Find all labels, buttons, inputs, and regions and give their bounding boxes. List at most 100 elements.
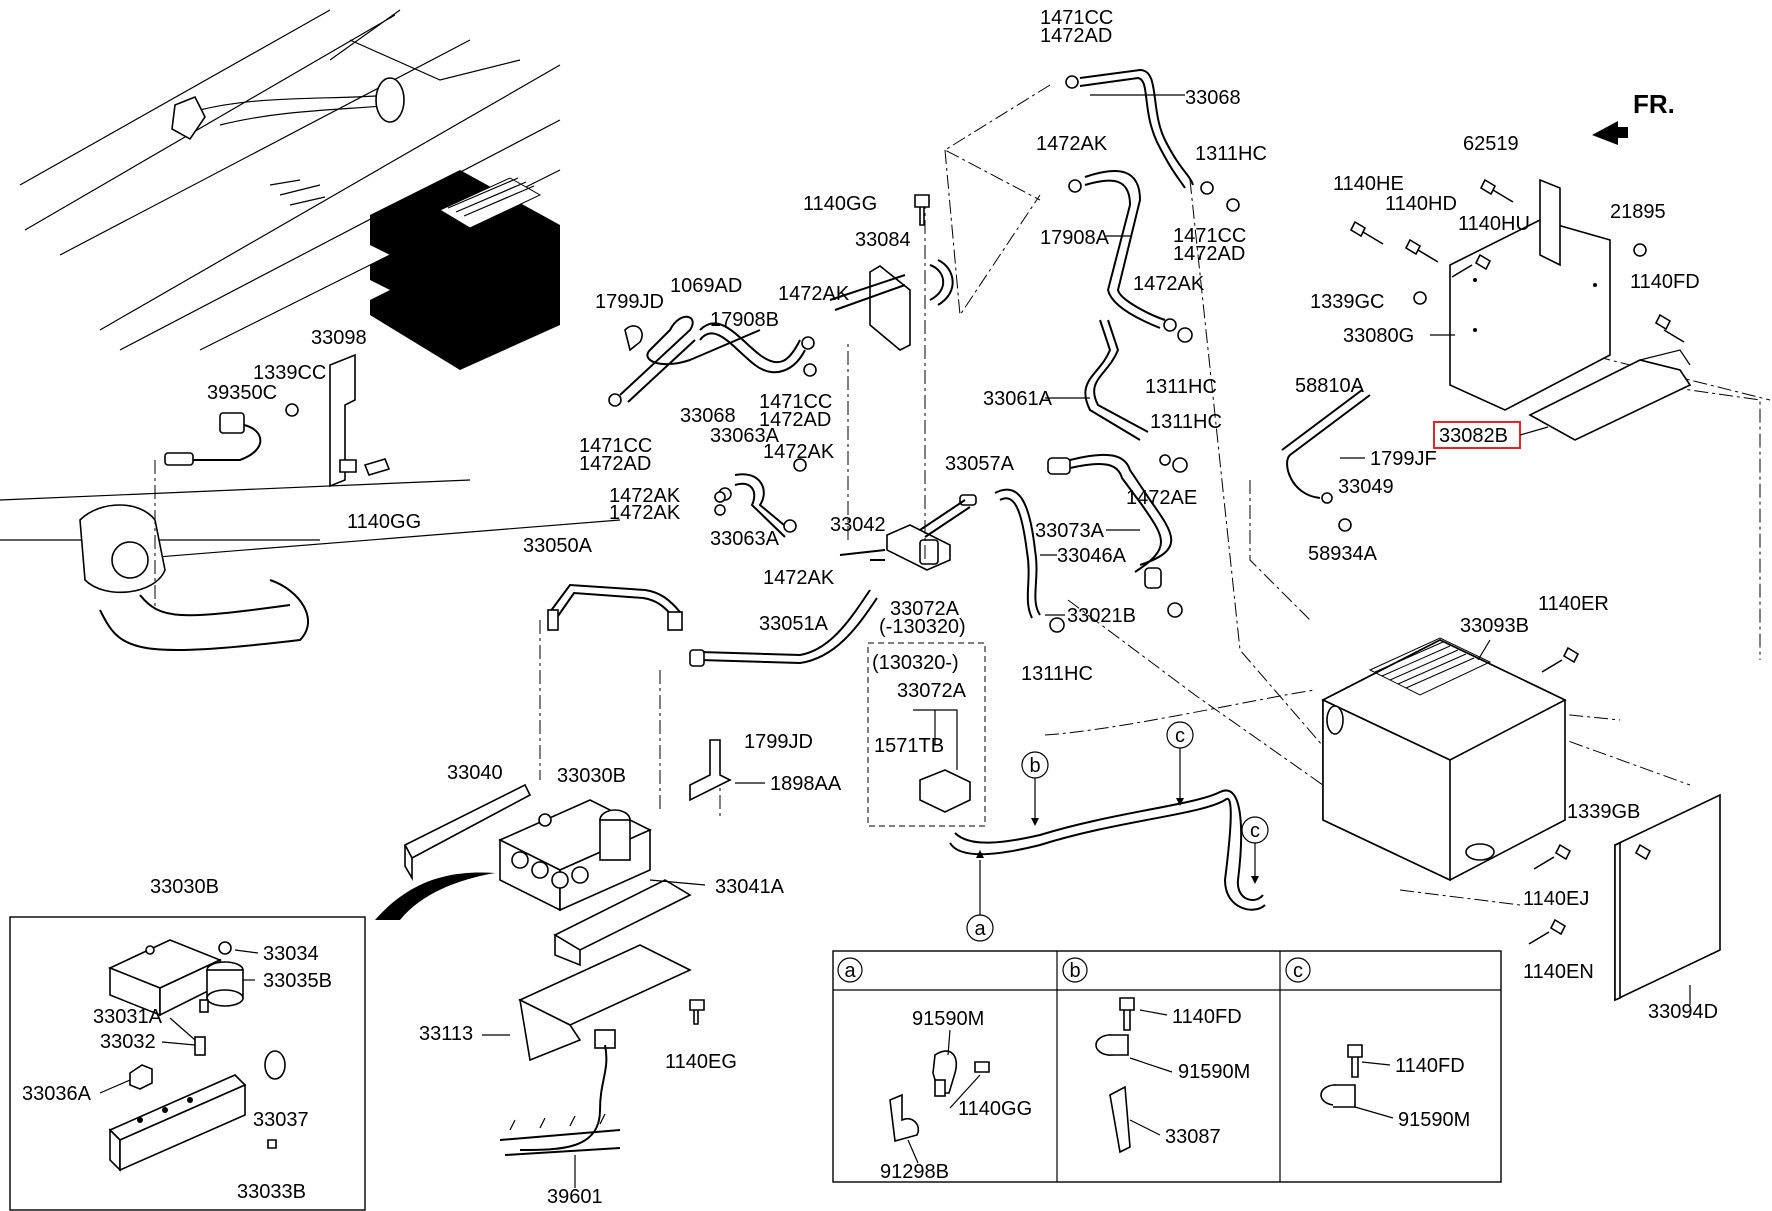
label-1140EJ: 1140EJ (1523, 888, 1589, 910)
label-1140EN: 1140EN (1523, 961, 1594, 983)
harness-39601 (499, 1044, 621, 1156)
bolt-icons (339, 178, 1685, 1025)
hose-33068-left (608, 315, 761, 407)
detail-table (832, 950, 1502, 1183)
label-33034: 33034 (263, 943, 319, 965)
label-33093B: 33093B (1460, 615, 1529, 637)
label-1140GG: 1140GG (803, 193, 877, 215)
label-39601: 39601 (547, 1186, 603, 1208)
label-33035B: 33035B (263, 970, 332, 992)
label-33030B: 33030B (557, 765, 626, 787)
label-33068: 33068 (680, 405, 736, 427)
label-21895: 21895 (1610, 201, 1666, 223)
label-39350C: 39350C (207, 382, 277, 404)
label-33049: 33049 (1338, 476, 1394, 498)
sensor-39350C (154, 412, 262, 610)
label-91298B: 91298B (880, 1161, 949, 1183)
callout-c-2: c (1241, 816, 1269, 884)
callout-a: a (966, 850, 994, 942)
label-17908B: 17908B (710, 309, 779, 331)
label-91590M: 91590M (1398, 1109, 1470, 1131)
label-33031A: 33031A (93, 1006, 163, 1028)
label-1069AD: 1069AD (670, 275, 742, 297)
table-header-a: a (837, 957, 863, 983)
clip-1799JD-top (624, 325, 643, 352)
bracket-33040 (403, 783, 532, 881)
label-33040: 33040 (447, 762, 503, 784)
label-1472AK: 1472AK (1036, 133, 1108, 155)
label-1472AK: 1472AK (778, 283, 850, 305)
label-1472AD: 1472AD (579, 453, 651, 475)
svg-text:a: a (974, 918, 986, 940)
svg-text:c: c (1293, 960, 1303, 982)
bracket-1898AA (689, 739, 732, 802)
label-1140FD: 1140FD (1172, 1006, 1242, 1028)
label-1571TB: 1571TB (874, 735, 944, 757)
label-1311HC: 1311HC (1150, 411, 1222, 433)
label-17908A: 17908A (1040, 227, 1110, 249)
label-leader-ticks (99, 94, 1691, 1188)
label-33046A: 33046A (1057, 545, 1127, 567)
label-1472AK: 1472AK (609, 502, 681, 524)
label-33098: 33098 (311, 327, 367, 349)
label-1898AA: 1898AA (770, 773, 842, 795)
hose-17908B (699, 322, 815, 374)
label-1471CC: 1471CC (579, 435, 652, 457)
label-1339GB: 1339GB (1567, 801, 1640, 823)
label-1799JF: 1799JF (1370, 448, 1437, 470)
label-1140FD: 1140FD (1630, 271, 1700, 293)
pointer-arrow-icon (375, 872, 495, 920)
label-1140ER: 1140ER (1538, 593, 1609, 615)
label-33042: 33042 (830, 514, 886, 536)
label-33063A: 33063A (710, 425, 780, 447)
front-label: FR. (1633, 89, 1675, 119)
label-33037: 33037 (253, 1109, 309, 1131)
label-33057A: 33057A (945, 453, 1015, 475)
label-33063A: 33063A (710, 528, 780, 550)
label-1339GC: 1339GC (1310, 291, 1385, 313)
label-33021B: 33021B (1067, 605, 1136, 627)
label-1472AD-top: 1472AD (1040, 25, 1112, 47)
label-1472AE: 1472AE (1126, 487, 1197, 509)
callout-b: b (1021, 751, 1049, 826)
label-33082B: 33082B (1439, 425, 1508, 447)
label-1339CC: 1339CC (253, 362, 326, 384)
line-33050A (547, 583, 683, 631)
label-1472AD: 1472AD (759, 409, 831, 431)
label-33080G: 33080G (1343, 325, 1414, 347)
label-33050A: 33050A (523, 535, 593, 557)
label-33030B-inset: 33030B (150, 876, 219, 898)
svg-text:b: b (1069, 960, 1080, 982)
duct-33082B (1528, 349, 1692, 441)
hose-b-c-lower (949, 789, 1266, 911)
table-header-b: b (1062, 957, 1088, 983)
label-58810A: 58810A (1295, 375, 1365, 397)
label-33041A: 33041A (715, 876, 785, 898)
part-labels: 1471CC 1472AD 33068 1472AK 1311HC 1140GG… (22, 7, 1718, 1208)
label-1471CC: 1471CC (759, 391, 832, 413)
label-1472AD: 1472AD (1173, 243, 1245, 265)
svg-text:c: c (1250, 820, 1260, 842)
hose-33073A (1047, 453, 1173, 589)
label-33087: 33087 (1165, 1126, 1221, 1148)
label-33072A: 33072A (897, 680, 967, 702)
label-1311HC: 1311HC (1195, 143, 1267, 165)
svg-text:b: b (1029, 755, 1040, 777)
label-130320-plus: (130320-) (872, 652, 959, 674)
hose-33046A (994, 488, 1041, 619)
label-minus-130320: (-130320) (879, 616, 966, 638)
label-33072A: 33072A (890, 598, 960, 620)
line-58810A (1281, 389, 1371, 504)
label-58934A: 58934A (1308, 543, 1378, 565)
label-91590M: 91590M (912, 1008, 984, 1030)
label-1140GG: 1140GG (958, 1098, 1032, 1120)
label-1472AK: 1472AK (1133, 273, 1205, 295)
bracket-33098 (285, 353, 391, 488)
hose-33061A (1084, 319, 1149, 441)
label-1140GG: 1140GG (347, 511, 421, 533)
label-1471CC-top: 1471CC (1040, 7, 1113, 29)
label-91590M: 91590M (1178, 1061, 1250, 1083)
label-33032: 33032 (100, 1031, 156, 1053)
label-1140HE: 1140HE (1333, 173, 1404, 195)
